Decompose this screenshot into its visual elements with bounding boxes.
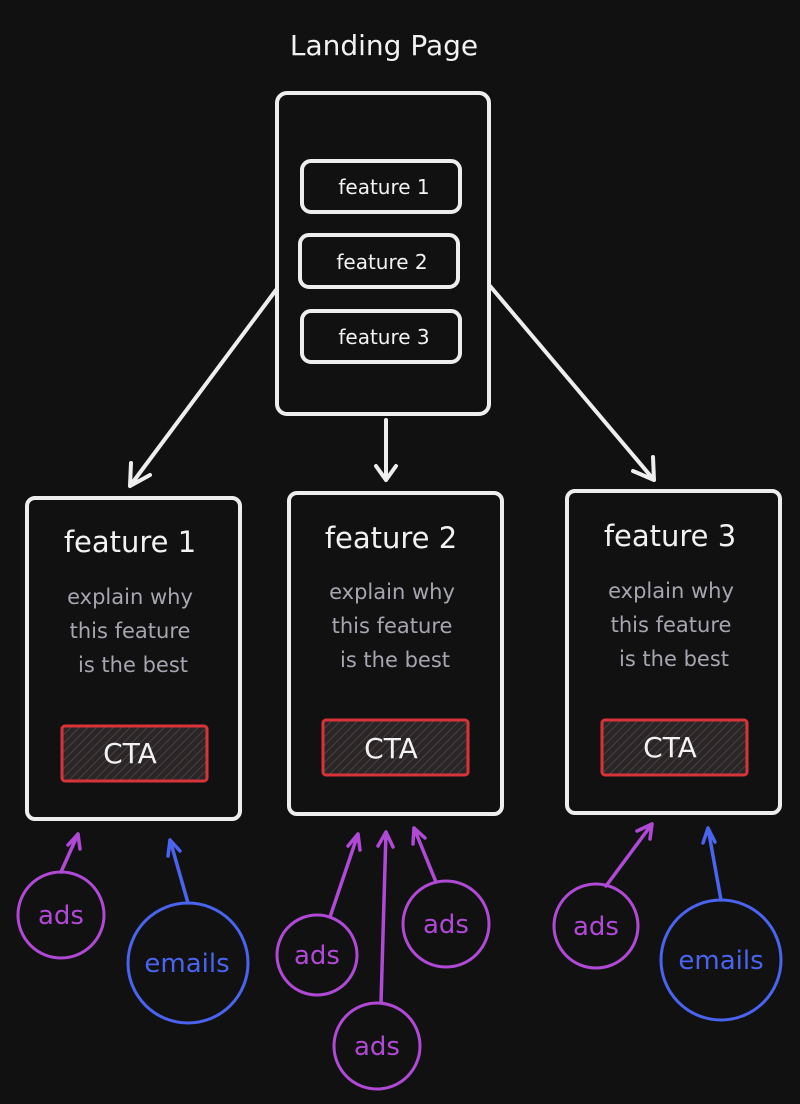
feature-1-card (25, 496, 242, 821)
feature-2-card-title: feature 2 (325, 521, 457, 555)
ads-source-3-circle (332, 1001, 422, 1091)
feature-1-card-desc-line-2: this feature (70, 619, 191, 643)
landing-feature-1-pill (300, 159, 462, 214)
arrow-to-feature-2 (374, 418, 398, 482)
feature-3-card-desc-line-1: explain why (608, 579, 734, 603)
ads-source-5-label: ads (573, 912, 619, 942)
feature-1-card-title: feature 1 (64, 525, 196, 559)
feature-3-card-desc-line-2: this feature (611, 613, 732, 637)
ads-source-4-circle (401, 879, 491, 969)
arrow-to-feature-1 (128, 288, 278, 488)
feature-2-card (287, 491, 504, 816)
feature-2-cta-button[interactable] (321, 718, 470, 777)
emails-source-2-label: emails (678, 946, 763, 976)
feature-2-card-desc-line-1: explain why (329, 580, 455, 604)
landing-feature-2-pill (298, 233, 460, 289)
landing-feature-1-label: feature 1 (338, 175, 429, 199)
feature-2-card-desc-line-2: this feature (332, 614, 453, 638)
feature-2-cta-label: CTA (364, 732, 418, 765)
ads-source-3-arrow (376, 830, 395, 1005)
landing-feature-3-label: feature 3 (338, 325, 429, 349)
ads-source-5-circle (552, 882, 640, 970)
ads-source-4-arrow (411, 826, 438, 884)
landing-feature-3-pill (300, 309, 462, 364)
ads-source-3-label: ads (354, 1032, 400, 1062)
feature-3-cta-label: CTA (643, 731, 697, 764)
emails-source-1-label: emails (144, 949, 229, 979)
landing-feature-2-label: feature 2 (336, 250, 427, 274)
ads-source-2-arrow (328, 832, 362, 919)
feature-1-card-desc-line-3: is the best (78, 653, 188, 677)
feature-3-card-desc-line-3: is the best (619, 647, 729, 671)
ads-source-1-label: ads (38, 901, 84, 931)
emails-source-1-arrow (166, 838, 190, 905)
feature-1-card-desc-line-1: explain why (67, 585, 193, 609)
feature-1-cta-button[interactable] (60, 724, 209, 783)
emails-source-2-arrow (701, 826, 723, 902)
ads-source-2-label: ads (294, 941, 340, 971)
landing-page-box (275, 91, 491, 416)
ads-source-1-arrow (59, 832, 82, 874)
ads-source-2-circle (275, 913, 359, 997)
feature-3-card-title: feature 3 (604, 519, 736, 553)
feature-1-cta-label: CTA (103, 737, 157, 770)
ads-source-5-arrow (604, 822, 654, 888)
feature-3-cta-button[interactable] (600, 718, 749, 777)
ads-source-4-label: ads (423, 910, 469, 940)
arrow-to-feature-3 (488, 284, 656, 482)
feature-3-card (565, 489, 782, 815)
landing-page-title: Landing Page (290, 29, 478, 62)
feature-2-card-desc-line-3: is the best (340, 648, 450, 672)
